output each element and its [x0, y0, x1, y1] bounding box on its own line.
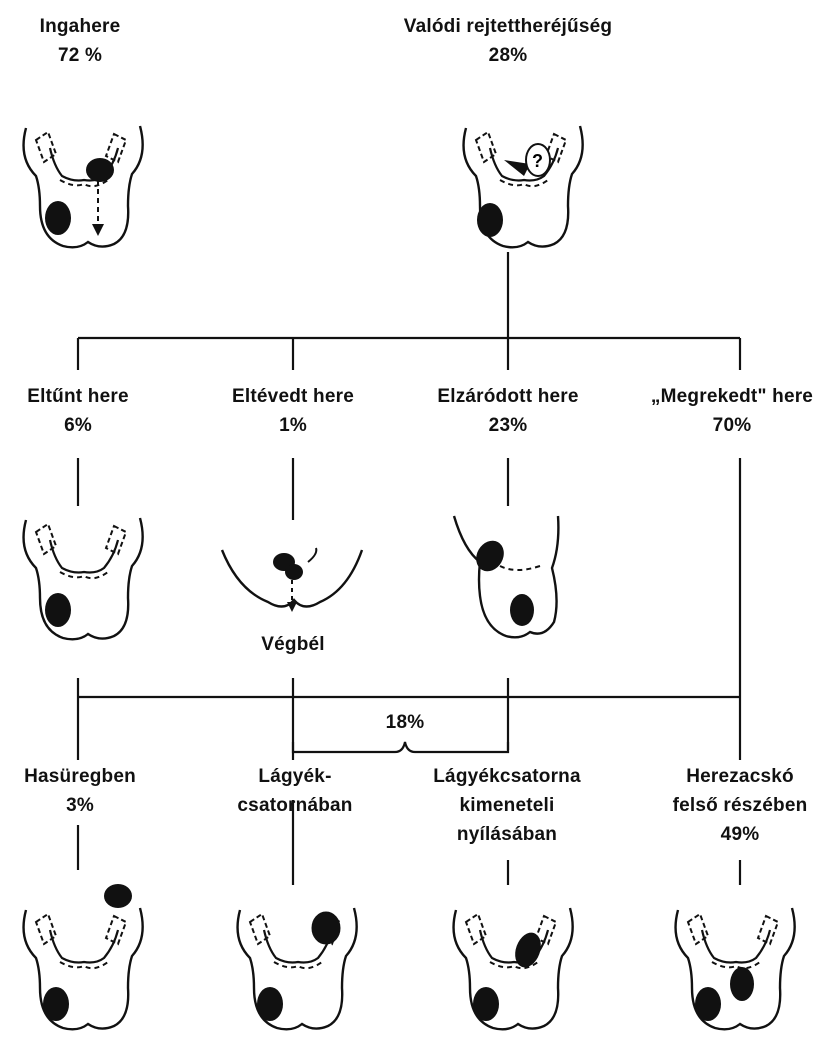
- label-name: Elzáródott here: [418, 382, 598, 411]
- ectopic-testis-icon: [218, 540, 368, 635]
- mid-label-elzarodott: Elzáródott here 23%: [418, 382, 598, 440]
- label-value: 72 %: [10, 41, 150, 70]
- label-name: Valódi rejtettheréjűség: [378, 12, 638, 41]
- label-value: 23%: [418, 411, 598, 440]
- label-name: Eltűnt here: [8, 382, 148, 411]
- upper-scrotum-testis-icon: [670, 900, 800, 1055]
- pendulum-testis-icon: [18, 118, 138, 263]
- bracket-value: 18%: [370, 708, 440, 737]
- label-line: nyílásában: [412, 820, 602, 849]
- bottom-label-kimeneteli: Lágyékcsatorna kimeneteli nyílásában: [412, 762, 602, 849]
- label-value: 1%: [218, 411, 368, 440]
- label-line: kimeneteli: [412, 791, 602, 820]
- label-line: Lágyék-: [215, 762, 375, 791]
- label-line: 3%: [5, 791, 155, 820]
- mid-label-eltevedt: Eltévedt here 1%: [218, 382, 368, 440]
- bottom-label-herezacsko: Herezacskó felső részében 49%: [655, 762, 825, 849]
- mid-label-megrekedt: „Megrekedt" here 70%: [632, 382, 832, 440]
- top-label-valodi: Valódi rejtettheréjűség 28%: [378, 12, 638, 70]
- label-name: „Megrekedt" here: [632, 382, 832, 411]
- undescended-testis-icon: ?: [458, 118, 578, 263]
- label-value: 70%: [632, 411, 832, 440]
- canal-exit-testis-icon: [448, 900, 578, 1055]
- label-line: 49%: [655, 820, 825, 849]
- label-line: Lágyékcsatorna: [412, 762, 602, 791]
- label-value: 28%: [378, 41, 638, 70]
- bottom-label-hasuregben: Hasüregben 3%: [5, 762, 155, 820]
- inguinal-canal-testis-icon: [232, 900, 362, 1055]
- label-line: Hasüregben: [5, 762, 155, 791]
- top-label-ingahere: Ingahere 72 %: [10, 12, 150, 70]
- label-name: Eltévedt here: [218, 382, 368, 411]
- abdominal-testis-icon: [18, 900, 148, 1055]
- obstructed-testis-icon: [450, 510, 570, 655]
- label-name: Ingahere: [10, 12, 150, 41]
- label-line: felső részében: [655, 791, 825, 820]
- vanished-testis-icon: [18, 510, 138, 655]
- label-line: Herezacskó: [655, 762, 825, 791]
- label-line: csatornában: [215, 791, 375, 820]
- svg-text:?: ?: [532, 151, 543, 171]
- mid-label-eltunt: Eltűnt here 6%: [8, 382, 148, 440]
- label-value: 6%: [8, 411, 148, 440]
- bottom-label-lagyek: Lágyék- csatornában: [215, 762, 375, 820]
